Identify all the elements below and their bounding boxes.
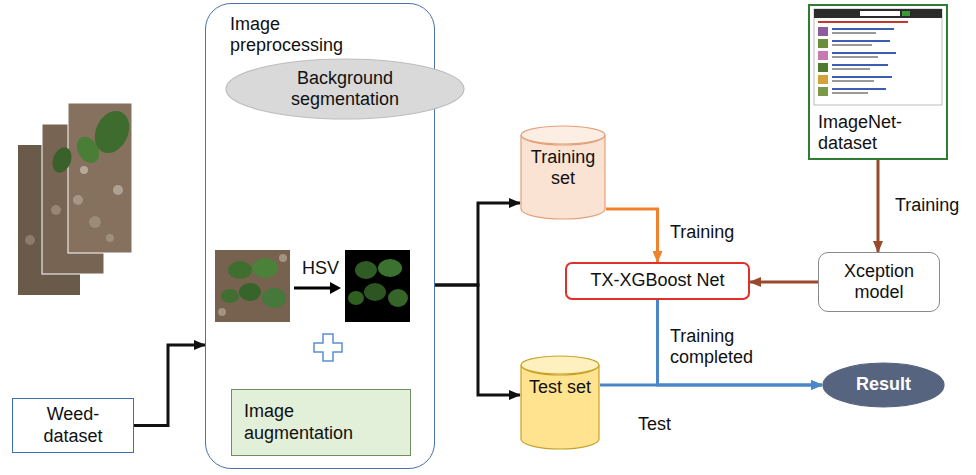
process-box: Image augmentation bbox=[231, 389, 411, 456]
node-text: Test set bbox=[529, 377, 591, 398]
thumbnail bbox=[818, 51, 828, 60]
leaf bbox=[228, 261, 252, 279]
photo bbox=[215, 250, 290, 322]
text-line bbox=[832, 92, 868, 94]
gravel bbox=[89, 216, 101, 228]
node-text: Result bbox=[856, 374, 911, 395]
text-line bbox=[832, 56, 878, 58]
search-button bbox=[902, 11, 910, 16]
connector-arrow bbox=[877, 160, 880, 252]
connector-arrow bbox=[606, 209, 658, 262]
edge-label: Training bbox=[668, 222, 736, 243]
model-box: Xception model bbox=[818, 252, 940, 312]
text-line bbox=[832, 64, 888, 66]
text-line bbox=[818, 21, 908, 23]
leaf bbox=[378, 259, 402, 277]
model-box: TX-XGBoost Net bbox=[565, 262, 750, 300]
result-ellipse: Result bbox=[822, 362, 945, 408]
leaf bbox=[364, 283, 386, 301]
leaf bbox=[252, 258, 278, 278]
gravel bbox=[113, 185, 123, 195]
dataset-box: Weed- dataset bbox=[12, 398, 134, 453]
text-line bbox=[832, 32, 876, 34]
node-text: Image preprocessing bbox=[230, 14, 370, 56]
connector-arrow bbox=[600, 384, 822, 387]
screenshot-header bbox=[814, 9, 942, 18]
text-line bbox=[832, 52, 896, 54]
node-text: Background segmentation bbox=[260, 68, 430, 110]
process-ellipse: Background segmentation bbox=[225, 58, 465, 120]
connector-arrow bbox=[134, 345, 205, 426]
node-text: TX-XGBoost Net bbox=[590, 270, 724, 291]
data-cylinder: Test set bbox=[520, 355, 600, 450]
leaf bbox=[239, 283, 261, 301]
text-line bbox=[832, 28, 894, 30]
cylinder-top bbox=[521, 356, 599, 374]
text-line bbox=[832, 76, 892, 78]
node-text: Training set bbox=[527, 147, 599, 189]
cylinder-body bbox=[521, 135, 605, 219]
ellipse-shape bbox=[226, 59, 464, 119]
weed-photo-stack bbox=[18, 103, 136, 295]
connector-arrow bbox=[750, 281, 818, 284]
leaf bbox=[388, 289, 408, 307]
ellipse-shape bbox=[823, 363, 944, 407]
node-text: Weed- dataset bbox=[33, 404, 113, 446]
cylinder-body bbox=[521, 365, 599, 449]
connector-arrow bbox=[435, 285, 520, 395]
hsv-arrowhead bbox=[330, 282, 341, 294]
gravel bbox=[106, 234, 114, 242]
annotation-label: HSV bbox=[300, 258, 341, 279]
node-text: ImageNet- dataset bbox=[818, 112, 928, 154]
leaf bbox=[355, 261, 377, 279]
text-line bbox=[832, 40, 890, 42]
gravel bbox=[51, 205, 61, 215]
thumbnail bbox=[818, 63, 828, 72]
photo-after-hsv bbox=[345, 250, 410, 322]
connector-arrow bbox=[658, 300, 823, 385]
photo-before-hsv bbox=[215, 250, 290, 322]
dataset-panel: ImageNet- dataset bbox=[808, 4, 948, 160]
text-line bbox=[832, 80, 874, 82]
gravel bbox=[279, 254, 287, 262]
thumbnail bbox=[818, 75, 828, 84]
leaf bbox=[72, 133, 103, 167]
gravel bbox=[218, 308, 226, 316]
text-line bbox=[832, 88, 886, 90]
text-line bbox=[832, 44, 872, 46]
gravel bbox=[73, 195, 83, 205]
photo bbox=[345, 250, 410, 322]
plus-symbol bbox=[314, 334, 342, 361]
hsv-arrow bbox=[294, 287, 331, 290]
thumbnail bbox=[818, 27, 828, 36]
gravel bbox=[25, 235, 35, 245]
connector-arrow bbox=[435, 203, 520, 285]
edge-label: Test bbox=[636, 414, 673, 435]
screenshot-frame bbox=[814, 9, 942, 105]
leaf bbox=[49, 145, 75, 176]
leaf bbox=[348, 291, 364, 305]
gravel bbox=[80, 166, 88, 174]
data-cylinder-outline bbox=[520, 355, 600, 450]
imagenet-screenshot bbox=[814, 9, 942, 105]
search-field bbox=[860, 11, 900, 16]
edge-label: Training bbox=[893, 195, 961, 216]
leaf bbox=[221, 289, 239, 303]
thumbnail bbox=[818, 87, 828, 96]
thumbnail bbox=[818, 39, 828, 48]
edge-label: Training completed bbox=[668, 326, 782, 368]
text-line bbox=[832, 68, 870, 70]
preprocessing-panel: Image preprocessingBackground segmentati… bbox=[205, 3, 435, 469]
node-text: Xception model bbox=[829, 261, 929, 303]
node-text: Image augmentation bbox=[244, 401, 394, 443]
cylinder-top bbox=[521, 126, 605, 144]
data-cylinder: Training set bbox=[520, 125, 606, 220]
leaf bbox=[262, 288, 286, 308]
